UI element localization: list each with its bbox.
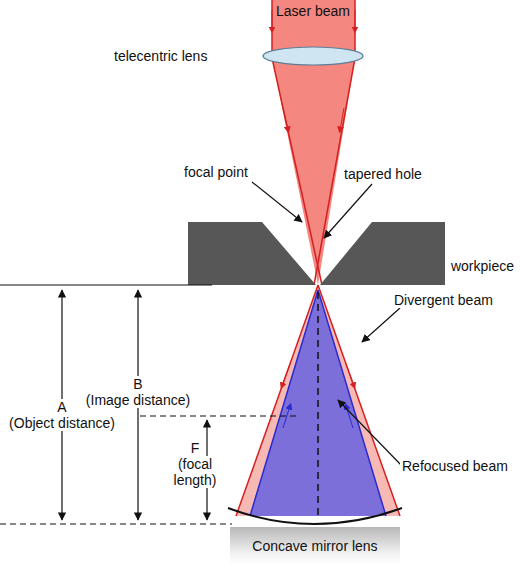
workpiece — [188, 222, 316, 285]
leader-line — [252, 182, 302, 222]
callout-label: Divergent beam — [392, 292, 495, 308]
leader-line — [362, 308, 400, 342]
beam-arrow — [283, 108, 288, 130]
beam-edge — [318, 285, 400, 516]
reference-line — [0, 284, 212, 285]
axis-line — [317, 292, 319, 520]
workpiece — [320, 222, 445, 285]
dimension-letter: F — [189, 440, 202, 456]
dimension-letter: A — [55, 399, 68, 415]
beam-arrow — [272, 10, 273, 30]
reference-line — [140, 415, 300, 416]
beam-edge — [236, 285, 318, 516]
callout-label: tapered hole — [342, 166, 424, 182]
leader-line — [324, 184, 372, 238]
beam-edge — [354, 0, 356, 58]
beam-arrow — [340, 108, 344, 130]
leader-line — [338, 400, 402, 466]
beam-edge — [271, 0, 273, 58]
beam-arrow — [355, 10, 356, 30]
telecentric-lens — [263, 47, 363, 65]
dimension-label: (Image distance) — [84, 392, 192, 408]
beam-arrow — [283, 406, 290, 428]
node-text: Concave mirror lens — [252, 538, 377, 554]
mirror-surface — [228, 508, 402, 524]
dimension-letter: B — [131, 376, 144, 392]
part-label: workpiece — [449, 258, 516, 274]
mirror-lens-box: Concave mirror lens — [230, 527, 400, 565]
dimension-label: (Object distance) — [7, 415, 117, 431]
beam-edge — [318, 290, 386, 516]
callout-label: focal point — [182, 164, 250, 180]
beam-edge — [250, 290, 318, 516]
reference-line — [0, 523, 232, 524]
beam-label: Laser beam — [276, 3, 350, 19]
beam-arrow — [346, 364, 354, 386]
dimension-label: (focal length) — [167, 456, 223, 488]
lens-label: telecentric lens — [112, 48, 209, 64]
callout-label: Refocused beam — [400, 458, 510, 474]
beam-arrow — [282, 364, 290, 386]
